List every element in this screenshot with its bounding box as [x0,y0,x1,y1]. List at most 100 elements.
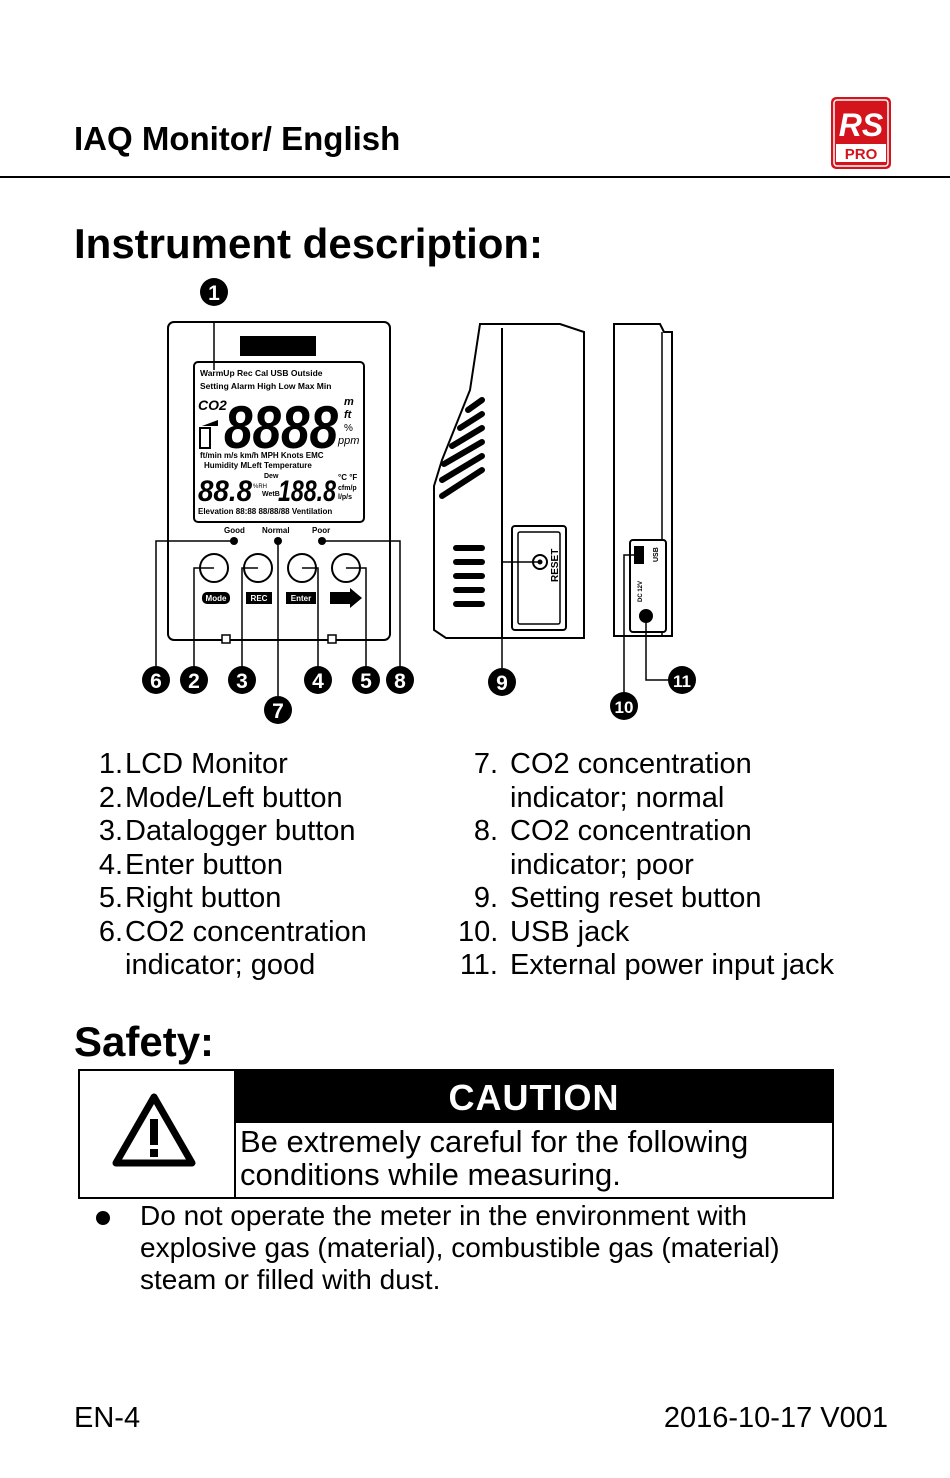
svg-text:°C °F: °C °F [338,473,357,482]
svg-text:ppm: ppm [337,435,359,447]
caution-text: Be extremely careful for the following c… [240,1125,828,1191]
list-item: 6.CO2 concentration [92,916,367,950]
svg-text:8888: 8888 [224,394,339,461]
svg-text:WetB: WetB [262,491,280,498]
svg-text:%RH: %RH [253,484,267,490]
svg-text:WarmUp Rec Cal USB Outside: WarmUp Rec Cal USB Outside [200,368,323,378]
list-item-number: 3. [98,815,123,847]
svg-text:Dew: Dew [264,473,279,480]
list-item: 8. CO2 concentration [458,815,834,849]
list-item-number [458,849,498,883]
svg-text:ft/min m/s km/h MPH Knots EMC: ft/min m/s km/h MPH Knots EMC [200,451,324,460]
svg-text:Elevation 88:88 88/88/88 Ve: Elevation 88:88 88/88/88 Ventilation [198,507,332,516]
list-item-text: USB jack [510,915,630,948]
callout-badges: 1 2 3 4 5 6 7 8 9 10 11 [142,278,696,724]
svg-text:Setting Alarm High Low Max: Setting Alarm High Low Max Min [200,381,331,391]
logo-pro-text: PRO [845,146,878,163]
safety-heading: Safety: [74,1018,215,1065]
list-item: 10. USB jack [458,916,834,950]
instrument-diagram: WarmUp Rec Cal USB Outside Setting Alarm… [142,278,696,724]
list-item-number: 10. [458,915,499,948]
side-view-reset: RESET [433,323,585,668]
header-divider [0,176,950,178]
svg-text:5: 5 [360,670,372,693]
list-item-number: 6. [98,915,123,948]
svg-text:USB: USB [653,547,660,562]
svg-text:RESET: RESET [550,549,561,582]
list-item-text: External power input jack [510,949,834,981]
document-header-title: IAQ Monitor/ English [74,120,401,157]
bullet-line: steam or filled with dust. [140,1264,441,1295]
list-item-number: 1. [98,748,123,780]
list-item: 2.Mode/Left button [92,782,367,816]
list-item-text: Right button [125,882,282,914]
list-item: indicator; normal [458,782,834,816]
svg-text:11: 11 [673,672,691,691]
list-item-text: CO2 concentration [125,915,367,948]
document-version: 2016-10-17 V001 [663,1402,888,1434]
svg-text:m: m [344,396,354,408]
caution-text-line: Be extremely careful for the following [240,1124,749,1159]
warning-triangle-icon [112,1093,196,1167]
svg-text:6: 6 [150,670,162,693]
svg-text:Mode: Mode [206,594,227,603]
rs-pro-logo: RS PRO [831,97,891,169]
front-view: WarmUp Rec Cal USB Outside Setting Alarm… [155,321,401,696]
bullet-line: explosive gas (material), combustible ga… [140,1232,780,1263]
caution-icon-cell [80,1071,236,1197]
caution-heading: CAUTION [236,1071,832,1123]
svg-text:Enter: Enter [291,594,311,603]
list-item-number [92,949,123,983]
caution-text-line: conditions while measuring. [240,1157,621,1192]
svg-text:Poor: Poor [312,526,330,535]
list-item-number: 4. [98,848,123,881]
bullet-line: Do not operate the meter in the environm… [140,1200,748,1231]
bullet-text: Do not operate the meter in the environm… [140,1200,860,1296]
logo-rs-text: RS [839,107,884,143]
list-item-number: 5. [98,882,123,914]
instrument-description-heading: Instrument description: [74,220,544,267]
svg-text:4: 4 [312,670,324,693]
list-item-text: CO2 concentration [510,815,752,847]
list-item-number: 9. [473,882,498,914]
list-item-number: 8. [473,815,498,847]
list-item: indicator; good [92,949,367,983]
svg-text:7: 7 [272,700,284,723]
svg-text:%: % [344,423,353,434]
svg-text:REC: REC [251,594,268,603]
list-item-text: Datalogger button [125,815,356,847]
list-item: 1.LCD Monitor [92,748,367,782]
list-item: indicator; poor [458,849,834,883]
caution-box: CAUTION Be extremely careful for the fol… [78,1069,834,1199]
svg-text:l/p/s: l/p/s [338,494,352,501]
list-item: 11.External power input jack [458,949,834,983]
svg-text:ft: ft [344,409,353,421]
list-item-text: LCD Monitor [125,748,288,780]
svg-text:Humidity MLeft Temperature: Humidity MLeft Temperature [204,461,312,470]
list-item: 3.Datalogger button [92,815,367,849]
list-item-text: Enter button [125,848,283,881]
svg-text:10: 10 [615,698,634,717]
svg-text:1: 1 [208,282,220,305]
list-item: 4.Enter button [92,849,367,883]
list-item: 5.Right button [92,882,367,916]
list-item-text: CO2 concentration [510,748,752,780]
list-item-number: 7. [473,748,498,780]
svg-text:cfm/p: cfm/p [338,485,357,492]
svg-text:DC 12V: DC 12V [638,581,644,602]
list-item: 9.Setting reset button [458,882,834,916]
list-item-text: indicator; good [125,949,316,981]
svg-text:CO2: CO2 [198,397,227,413]
svg-text:88.8: 88.8 [198,475,252,508]
list-item: 7. CO2 concentration [458,748,834,782]
svg-text:9: 9 [496,672,508,695]
svg-text:2: 2 [188,670,200,693]
svg-text:Normal: Normal [262,526,290,535]
list-item-number: 2. [98,781,123,814]
side-view-jacks: USB DC 12V [613,323,673,694]
svg-text:3: 3 [236,670,248,693]
list-item-number [458,782,498,816]
bullet-dot [96,1211,110,1225]
